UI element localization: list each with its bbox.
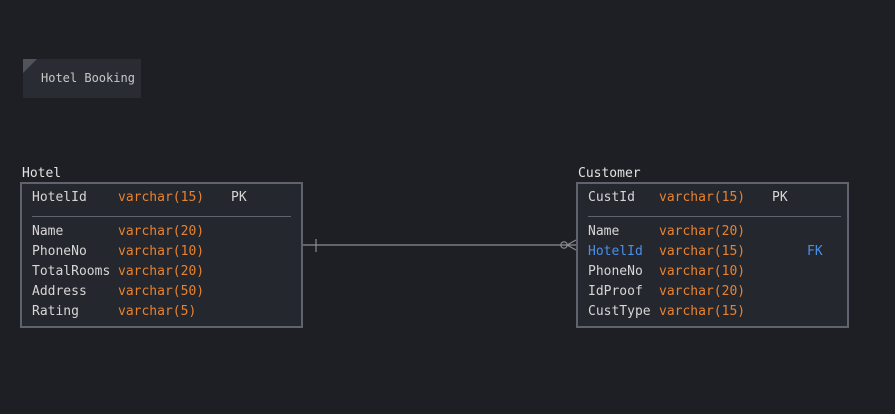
- diagram-note[interactable]: Hotel Booking: [23, 59, 141, 98]
- column-name: IdProof: [588, 284, 643, 299]
- note-fold-corner: [23, 59, 37, 73]
- column-name: HotelId: [588, 244, 643, 259]
- primary-key-badge: PK: [772, 190, 788, 205]
- column-name: Rating: [32, 304, 79, 319]
- table-row[interactable]: Address varchar(50): [22, 283, 301, 301]
- table-hotel[interactable]: HotelId varchar(15) PK Name varchar(20) Ph…: [20, 182, 303, 328]
- table-title-hotel[interactable]: Hotel: [22, 166, 62, 181]
- column-name: CustId: [588, 190, 635, 205]
- column-type: varchar(10): [118, 244, 205, 259]
- column-name: Address: [32, 284, 87, 299]
- table-row-pk[interactable]: CustId varchar(15) PK: [578, 189, 847, 207]
- column-type: varchar(20): [659, 224, 746, 239]
- column-name: Name: [32, 224, 64, 239]
- column-type: varchar(10): [659, 264, 746, 279]
- column-name: HotelId: [32, 190, 87, 205]
- column-type: varchar(20): [118, 224, 205, 239]
- column-type: varchar(15): [118, 190, 205, 205]
- table-row[interactable]: Rating varchar(5): [22, 303, 301, 321]
- note-text: Hotel Booking: [41, 71, 135, 85]
- column-type: varchar(15): [659, 304, 746, 319]
- table-row[interactable]: Name varchar(20): [22, 223, 301, 241]
- column-type: varchar(15): [659, 244, 746, 259]
- column-type: varchar(15): [659, 190, 746, 205]
- table-row-pk[interactable]: HotelId varchar(15) PK: [22, 189, 301, 207]
- table-customer[interactable]: CustId varchar(15) PK Name varchar(20) Hot…: [576, 182, 849, 328]
- crowfoot-upper: [566, 239, 577, 246]
- column-name: CustType: [588, 304, 651, 319]
- table-row[interactable]: IdProof varchar(20): [578, 283, 847, 301]
- table-row[interactable]: TotalRooms varchar(20): [22, 263, 301, 281]
- table-row[interactable]: CustType varchar(15): [578, 303, 847, 321]
- table-title-customer[interactable]: Customer: [578, 166, 641, 181]
- column-type: varchar(20): [659, 284, 746, 299]
- column-name: PhoneNo: [32, 244, 87, 259]
- primary-key-badge: PK: [231, 190, 247, 205]
- column-type: varchar(50): [118, 284, 205, 299]
- column-type: varchar(20): [118, 264, 205, 279]
- column-name: PhoneNo: [588, 264, 643, 279]
- column-name: Name: [588, 224, 620, 239]
- foreign-key-badge: FK: [807, 244, 823, 259]
- table-row[interactable]: HotelId varchar(15) FK: [578, 243, 847, 261]
- table-row[interactable]: PhoneNo varchar(10): [578, 263, 847, 281]
- pk-divider: [588, 216, 841, 217]
- crowfoot-lower: [566, 244, 577, 251]
- table-row[interactable]: PhoneNo varchar(10): [22, 243, 301, 261]
- column-type: varchar(5): [118, 304, 197, 319]
- column-name: TotalRooms: [32, 264, 111, 279]
- pk-divider: [32, 216, 291, 217]
- table-row[interactable]: Name varchar(20): [578, 223, 847, 241]
